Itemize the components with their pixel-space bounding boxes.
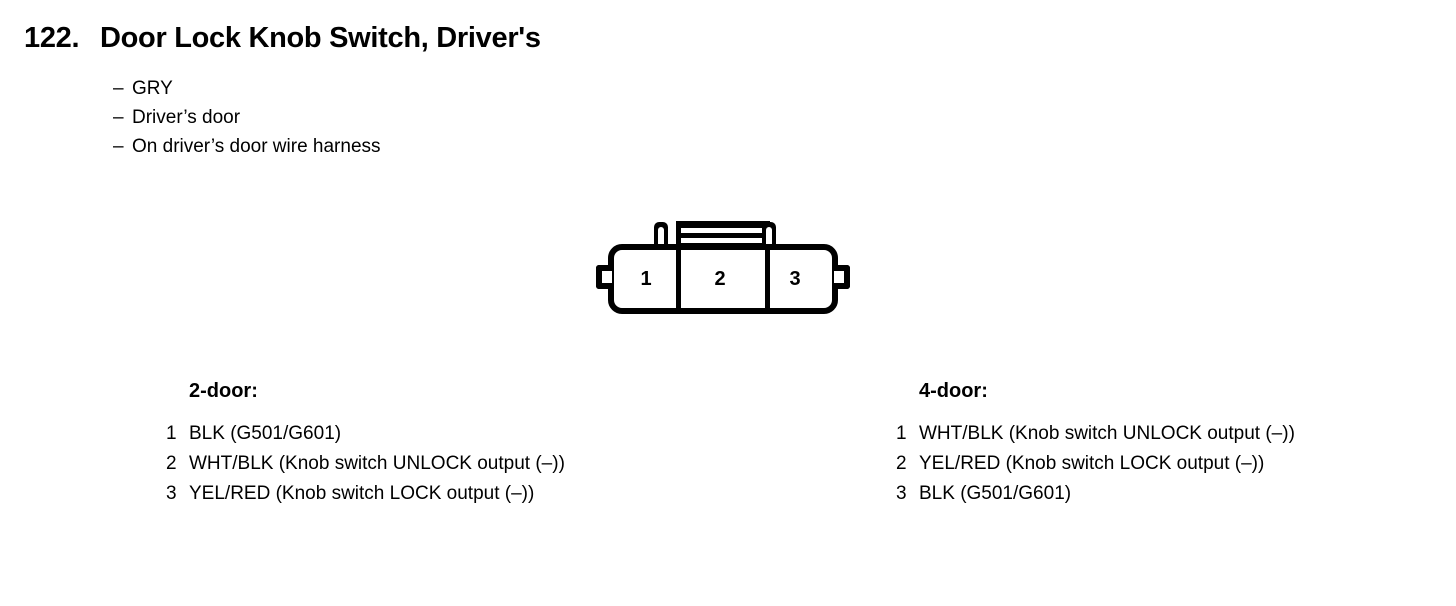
pin-row-index: 2 xyxy=(166,453,177,474)
pin-table-4-door-title: 4-door: xyxy=(919,380,988,402)
spec-list-item-label: GRY xyxy=(132,78,173,99)
dash-bullet-icon: – xyxy=(113,78,124,99)
pin-row-label: WHT/BLK (Knob switch UNLOCK output (–)) xyxy=(189,453,565,474)
pin-table-4-door-list: 1 WHT/BLK (Knob switch UNLOCK output (–))… xyxy=(896,419,1295,509)
page-title: 122. Door Lock Knob Switch, Driver's xyxy=(24,21,541,55)
spec-list: –GRY –Driver’s door –On driver’s door wi… xyxy=(113,74,381,161)
pin-table-2-door-title: 2-door: xyxy=(189,380,258,402)
latch-slot xyxy=(681,238,765,243)
pin-row-index: 3 xyxy=(166,483,177,504)
pin-table-2-door-list: 1 BLK (G501/G601) 2 WHT/BLK (Knob switch U… xyxy=(166,419,565,509)
pin-row-index: 2 xyxy=(896,453,907,474)
connector-pin-1-label: 1 xyxy=(640,268,652,290)
spec-list-item: –GRY xyxy=(113,74,381,103)
connector-cell-divider xyxy=(676,244,681,314)
pin-row-label: YEL/RED (Knob switch LOCK output (–)) xyxy=(189,483,535,504)
pin-row: 3 BLK (G501/G601) xyxy=(896,479,1295,509)
pin-row: 2 YEL/RED (Knob switch LOCK output (–)) xyxy=(896,449,1295,479)
pin-row: 3 YEL/RED (Knob switch LOCK output (–)) xyxy=(166,479,565,509)
latch-slot xyxy=(681,228,765,233)
spec-list-item: –Driver’s door xyxy=(113,103,381,132)
connector-pin-3-label: 3 xyxy=(789,268,801,290)
pin-row-index: 1 xyxy=(166,423,177,444)
pin-row: 2 WHT/BLK (Knob switch UNLOCK output (–)) xyxy=(166,449,565,479)
tab-hole xyxy=(766,227,772,250)
pin-table-2-door: 2-door: 1 BLK (G501/G601) 2 WHT/BLK (Knob … xyxy=(166,378,565,509)
connector-pin-2-label: 2 xyxy=(714,268,726,290)
connector-latch-icon xyxy=(676,221,770,248)
pin-row: 1 BLK (G501/G601) xyxy=(166,419,565,449)
pin-row-index: 3 xyxy=(896,483,907,504)
spec-list-item: –On driver’s door wire harness xyxy=(113,132,381,161)
spec-list-item-label: Driver’s door xyxy=(132,107,241,128)
spec-list-item-label: On driver’s door wire harness xyxy=(132,136,381,157)
tab-hole xyxy=(658,227,664,250)
pin-row-label: WHT/BLK (Knob switch UNLOCK output (–)) xyxy=(919,423,1295,444)
section-number: 122. xyxy=(24,22,80,54)
pin-row-label: YEL/RED (Knob switch LOCK output (–)) xyxy=(919,453,1265,474)
pin-row-index: 1 xyxy=(896,423,907,444)
pin-row-label: BLK (G501/G601) xyxy=(189,423,342,444)
pin-row: 1 WHT/BLK (Knob switch UNLOCK output (–)) xyxy=(896,419,1295,449)
connector-cell-divider xyxy=(765,244,770,314)
connector-notch-left xyxy=(596,265,612,289)
connector-tab-left-icon xyxy=(654,222,668,250)
connector-notch-right xyxy=(834,265,850,289)
pin-row-label: BLK (G501/G601) xyxy=(919,483,1072,504)
connector-tab-right-icon xyxy=(762,222,776,250)
pin-table-4-door: 4-door: 1 WHT/BLK (Knob switch UNLOCK out… xyxy=(896,378,1295,509)
connector-diagram: 1 2 3 xyxy=(596,218,850,320)
dash-bullet-icon: – xyxy=(113,136,124,157)
section-title: Door Lock Knob Switch, Driver's xyxy=(100,22,541,54)
dash-bullet-icon: – xyxy=(113,107,124,128)
